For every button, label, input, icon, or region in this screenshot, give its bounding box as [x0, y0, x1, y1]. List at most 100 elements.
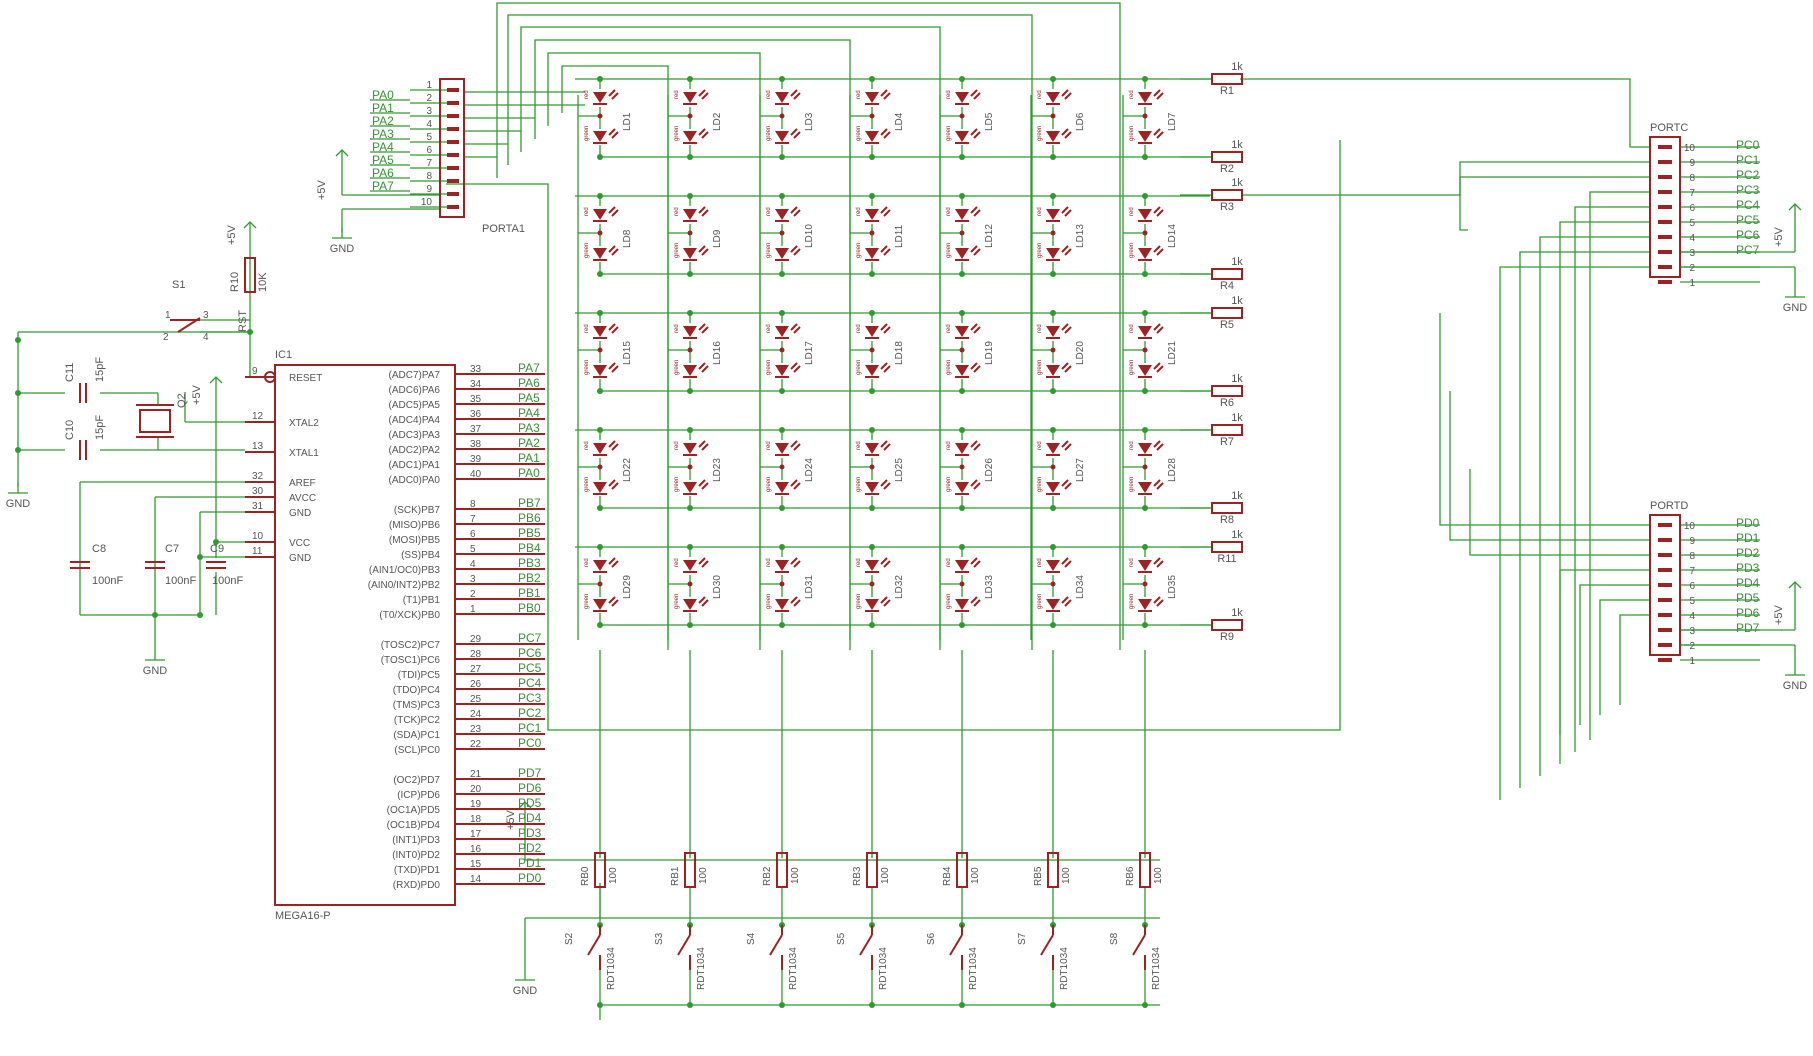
junction-dot — [1142, 193, 1148, 199]
resistor-R6 — [1211, 385, 1243, 397]
led-green-label: green — [766, 243, 772, 258]
junction-dot — [15, 447, 21, 453]
porta-connector — [439, 78, 465, 218]
ic1-pin-number: 9 — [252, 366, 258, 377]
portd-pin — [1658, 658, 1672, 662]
ic1-pin-name: (MISO)PB6 — [389, 520, 441, 531]
junction-dot — [1142, 505, 1148, 511]
led-center — [869, 113, 875, 119]
ic1-pin-number: 32 — [252, 471, 264, 482]
led-green-label: green — [856, 477, 862, 492]
led-center — [779, 113, 785, 119]
led-red-LD11 — [880, 206, 888, 214]
ic1-pin-number: 4 — [470, 559, 476, 570]
junction-dot — [779, 388, 785, 394]
led-center — [869, 230, 875, 236]
portc-pin-number: 10 — [1684, 143, 1696, 154]
led-green-LD6 — [1046, 131, 1060, 142]
led-red-label: red — [946, 558, 952, 567]
junction-dot — [597, 271, 603, 277]
led-green-LD2 — [701, 131, 709, 139]
led-red-label: red — [1129, 207, 1135, 216]
resistor-R10 — [244, 257, 256, 293]
vcc-symbol — [335, 149, 349, 157]
led-red-LD30 — [698, 557, 706, 565]
led-green-label: green — [856, 126, 862, 141]
net-label: PA0 — [518, 466, 540, 480]
led-center — [687, 113, 693, 119]
led-green-LD18 — [880, 362, 888, 370]
c9-value: 100nF — [212, 575, 243, 587]
ic1-pin-name: (TDI)PC5 — [398, 670, 441, 681]
led-red-LD34 — [1046, 560, 1060, 571]
led-red-LD33 — [970, 557, 978, 565]
led-green-LD24 — [793, 482, 801, 490]
net-label: PA4 — [518, 406, 540, 420]
ic1-pin-name: (OC2)PD7 — [393, 775, 440, 786]
ic1-pin-name: VCC — [289, 538, 310, 549]
net-label: PC2 — [518, 706, 542, 720]
resistor-RB1 — [684, 852, 696, 888]
led-red-label: red — [584, 558, 590, 567]
resistor-value: 1k — [1231, 139, 1243, 151]
led-green-LD34 — [1064, 599, 1072, 607]
resistor-R7 — [1211, 424, 1243, 436]
led-green-LD33 — [955, 599, 969, 610]
net-label: PD7 — [518, 766, 542, 780]
led-red-LD15 — [611, 326, 619, 334]
led-red-LD21 — [1156, 326, 1164, 334]
resistor-RB5 — [1047, 852, 1059, 888]
led-red-LD35 — [1153, 557, 1161, 565]
led-red-LD4 — [883, 92, 891, 100]
led-red-LD5 — [955, 92, 969, 103]
ic1-pin-number: 36 — [470, 409, 482, 420]
resistor-value: 100 — [698, 867, 709, 884]
portd-pin-number: 6 — [1689, 581, 1695, 592]
led-name: LD1 — [622, 112, 633, 131]
net-label: PD3 — [518, 826, 542, 840]
ic1-pin-number: 5 — [470, 544, 476, 555]
led-red-LD30 — [701, 560, 709, 568]
resistor-name: R5 — [1220, 319, 1234, 331]
led-name: LD9 — [712, 229, 723, 248]
led-red-LD17 — [793, 326, 801, 334]
net-label: PA1 — [372, 101, 394, 115]
led-red-label: red — [1129, 90, 1135, 99]
ic1-pin-name: (AIN1/OC0)PB3 — [369, 565, 441, 576]
junction-dot — [687, 154, 693, 160]
ic1-pin-name: (MOSI)PB5 — [389, 535, 441, 546]
led-center — [779, 347, 785, 353]
portd-pin-number: 9 — [1689, 536, 1695, 547]
resistor-name: R3 — [1220, 201, 1234, 213]
net-label: PB7 — [518, 496, 541, 510]
led-center — [1142, 113, 1148, 119]
led-name: LD29 — [622, 575, 633, 599]
led-center — [687, 230, 693, 236]
led-red-LD3 — [790, 89, 798, 97]
led-green-LD32 — [883, 599, 891, 607]
led-green-LD28 — [1153, 479, 1161, 487]
vcc-symbol — [243, 221, 257, 229]
resistor-value: 1k — [1231, 295, 1243, 307]
gnd-label: GND — [143, 665, 168, 677]
led-green-LD29 — [593, 599, 607, 610]
ic1-pin-number: 18 — [470, 814, 482, 825]
portd-pin — [1658, 583, 1672, 587]
led-red-LD14 — [1153, 206, 1161, 214]
switch-value: RDT1034 — [878, 947, 889, 990]
resistor-value: 1k — [1231, 529, 1243, 541]
portc-route — [1499, 266, 1650, 800]
net-label: PA6 — [372, 166, 394, 180]
resistor-RB4 — [956, 852, 968, 888]
led-green-LD14 — [1156, 248, 1164, 256]
portc-pin-number: 1 — [1689, 278, 1695, 289]
led-red-LD23 — [701, 443, 709, 451]
led-red-LD8 — [608, 206, 616, 214]
led-red-LD18 — [865, 326, 879, 337]
net-label: PA3 — [372, 127, 394, 141]
junction-dot — [869, 310, 875, 316]
led-green-LD23 — [701, 482, 709, 490]
portc-pin — [1658, 235, 1672, 239]
led-center — [959, 581, 965, 587]
porta-pin-number: 3 — [426, 106, 432, 117]
